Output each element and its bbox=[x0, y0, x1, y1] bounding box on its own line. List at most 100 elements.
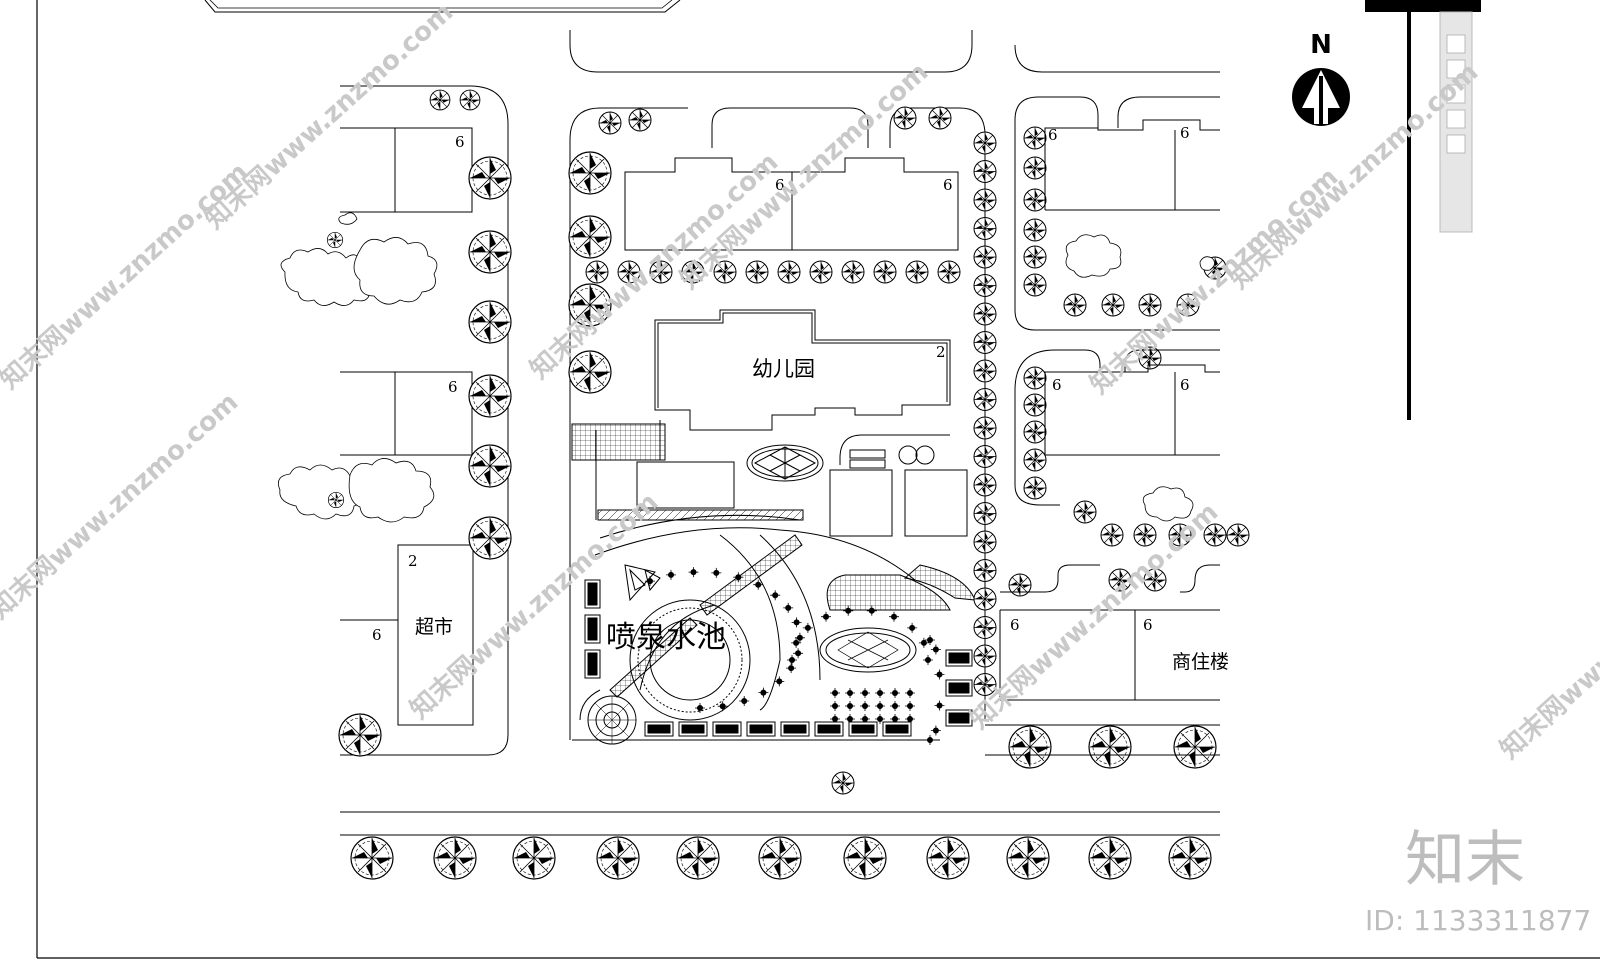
watermark-text: 知末网www.znzmo.com bbox=[525, 147, 785, 385]
shrub-dot bbox=[889, 700, 901, 712]
small-tree-symbol bbox=[973, 359, 997, 383]
floor-ne-2: 6 bbox=[1180, 124, 1190, 142]
ne-shrub-clusters bbox=[1065, 234, 1215, 522]
shrub-dot bbox=[792, 647, 804, 659]
tree-symbol bbox=[568, 215, 612, 259]
bench-seat bbox=[647, 724, 671, 734]
north-arrow: N bbox=[1292, 30, 1350, 126]
shrub-dot bbox=[829, 700, 841, 712]
shrub-dot bbox=[782, 602, 794, 614]
small-tree-symbol bbox=[1008, 573, 1032, 597]
floor-supermarket: 2 bbox=[408, 552, 418, 570]
small-tree-symbol bbox=[973, 160, 997, 183]
small-tree-symbol bbox=[973, 587, 997, 611]
small-tree-symbol bbox=[598, 111, 622, 135]
north-apartments bbox=[624, 157, 959, 251]
small-tree-symbol bbox=[809, 260, 833, 284]
bench-seat bbox=[817, 724, 841, 734]
small-tree-symbol bbox=[1063, 293, 1087, 317]
small-tree-symbol bbox=[973, 445, 997, 468]
small-tree-symbol bbox=[973, 644, 997, 668]
small-tree-symbol bbox=[1023, 448, 1047, 472]
small-tree-symbol bbox=[973, 502, 997, 525]
floor-se-1: 6 bbox=[1010, 616, 1020, 634]
tree-symbol bbox=[1088, 725, 1132, 769]
small-tree-symbol bbox=[1073, 500, 1097, 524]
watermark-brand: 知末 bbox=[1405, 825, 1525, 895]
floor-ne-3: 6 bbox=[1052, 376, 1062, 394]
shrub-dot bbox=[738, 695, 750, 707]
floor-west-1: 6 bbox=[455, 133, 465, 151]
bench-seat bbox=[885, 724, 909, 734]
south-street-trees bbox=[350, 836, 1212, 880]
north-road bbox=[569, 30, 1220, 73]
floor-ne-4: 6 bbox=[1180, 376, 1190, 394]
tree-symbol bbox=[512, 836, 556, 880]
south-road bbox=[340, 811, 1220, 836]
bench-seat bbox=[681, 724, 705, 734]
small-tree-symbol bbox=[1023, 156, 1047, 180]
tree-symbol bbox=[843, 836, 887, 880]
small-tree-symbol bbox=[1023, 273, 1047, 297]
label-commercial-residential: 商住楼 bbox=[1172, 651, 1229, 673]
small-tree-symbol bbox=[1023, 188, 1047, 212]
label-fountain-pool: 喷泉水池 bbox=[606, 620, 726, 655]
small-tree-symbol bbox=[1023, 245, 1047, 269]
small-tree-symbol bbox=[905, 260, 929, 284]
west-shrub-clusters bbox=[277, 212, 438, 523]
small-tree-symbol bbox=[585, 260, 609, 284]
shrub-dot bbox=[924, 734, 936, 746]
tree-symbol bbox=[568, 151, 612, 195]
small-tree-symbol bbox=[973, 559, 997, 582]
plaza-benches bbox=[584, 579, 973, 737]
small-tree-symbol bbox=[973, 131, 997, 155]
tree-symbol bbox=[596, 836, 640, 880]
shrub-dot bbox=[829, 687, 841, 699]
small-tree-symbol bbox=[973, 245, 997, 269]
tree-symbol bbox=[1006, 836, 1050, 880]
floor-supermarket-side: 6 bbox=[372, 626, 382, 644]
shrub-dot bbox=[710, 567, 722, 579]
floor-north-a: 6 bbox=[775, 176, 785, 194]
small-tree-symbol bbox=[928, 106, 952, 130]
tree-symbol bbox=[433, 836, 477, 880]
west-block bbox=[340, 85, 509, 756]
small-tree-symbol bbox=[973, 274, 997, 297]
small-tree-symbol bbox=[1023, 366, 1047, 390]
bench-seat bbox=[851, 724, 875, 734]
shrub-dot bbox=[791, 617, 802, 628]
small-tree-symbol bbox=[777, 260, 801, 284]
shrub-dot bbox=[859, 700, 871, 712]
shrub-dot bbox=[665, 569, 677, 581]
label-supermarket: 超市 bbox=[415, 616, 453, 638]
watermark-text: 知末网www.znzmo.com bbox=[1085, 162, 1345, 400]
tree-symbol bbox=[1088, 836, 1132, 880]
kindergarten-building bbox=[654, 309, 951, 431]
shrub-dot bbox=[874, 687, 886, 699]
shrub-dot bbox=[930, 644, 942, 655]
shrub-dot bbox=[930, 725, 942, 736]
small-tree-symbol bbox=[1226, 523, 1250, 547]
floor-north-b: 6 bbox=[943, 176, 953, 194]
bench-seat bbox=[783, 724, 807, 734]
tree-symbol bbox=[1168, 836, 1212, 880]
tree-symbol bbox=[676, 836, 720, 880]
shrub-dot bbox=[785, 662, 797, 674]
tree-symbol bbox=[758, 836, 802, 880]
shrub-dot bbox=[758, 687, 769, 698]
small-tree-symbol bbox=[628, 108, 652, 132]
small-tree-symbol bbox=[973, 302, 997, 326]
small-tree-symbol bbox=[1023, 393, 1047, 417]
small-tree-symbol bbox=[873, 260, 897, 284]
small-tree-symbol bbox=[1023, 476, 1047, 500]
tree-symbol bbox=[1008, 725, 1052, 769]
northeast-blocks bbox=[1014, 96, 1220, 506]
tree-symbol bbox=[1173, 725, 1217, 769]
shrub-dot bbox=[802, 622, 814, 634]
small-tree-symbol bbox=[1100, 523, 1124, 547]
small-tree-symbol bbox=[973, 473, 997, 497]
shrub-dot bbox=[888, 611, 900, 623]
small-tree-symbol bbox=[1023, 420, 1047, 444]
